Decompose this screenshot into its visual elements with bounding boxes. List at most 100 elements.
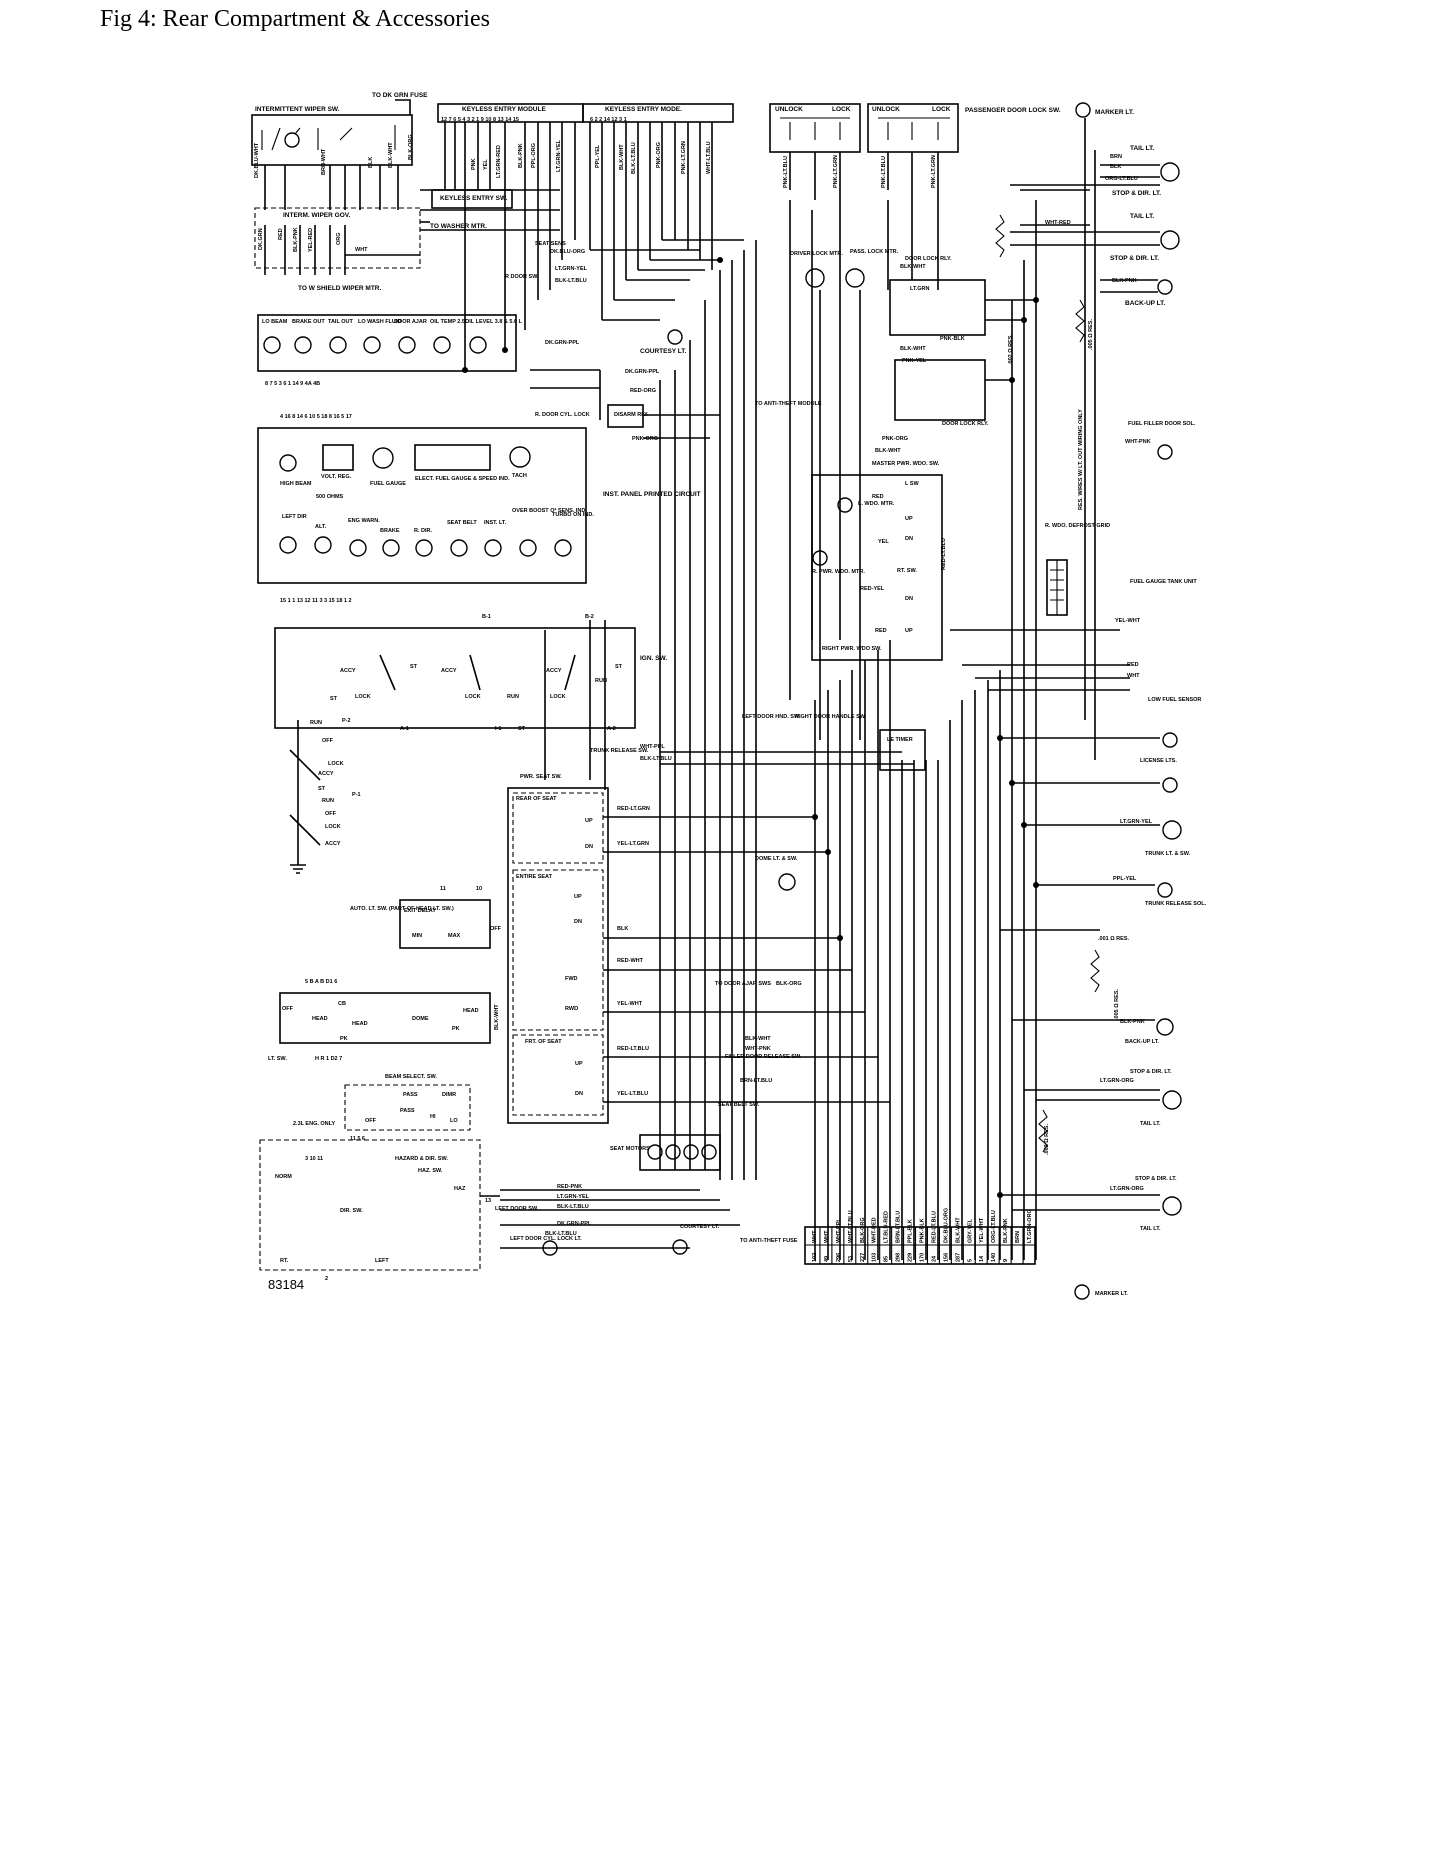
auto-lt-switch: 11 10 AUTO. LT. SW. (PART OF HEAD LT. SW… <box>350 886 502 949</box>
svg-text:BRAKE: BRAKE <box>380 528 400 534</box>
svg-text:ST: ST <box>318 786 326 792</box>
svg-text:BLK-PNK: BLK-PNK <box>518 143 524 168</box>
svg-text:BLK-PNK: BLK-PNK <box>293 227 299 252</box>
svg-text:BLK-WHT: BLK-WHT <box>900 264 926 270</box>
svg-text:PK: PK <box>340 1036 348 1042</box>
interm-wiper-wires: DK.BLU-WHT BRN-WHT BLK BLK-WHT BLK-ORG <box>254 134 414 210</box>
svg-text:CB: CB <box>338 1001 346 1007</box>
svg-text:PK: PK <box>452 1026 460 1032</box>
svg-text:LT.GRN-YEL: LT.GRN-YEL <box>1120 819 1153 825</box>
svg-text:BLK-LT.BLU: BLK-LT.BLU <box>557 1204 589 1210</box>
svg-text:BRN: BRN <box>1110 154 1122 160</box>
power-window-circuit: L. WDO. MTR. R. PWR. WDO. MTR. L SW RT. … <box>811 474 947 661</box>
svg-text:TAIL OUT: TAIL OUT <box>328 319 353 325</box>
svg-text:HIGH BEAM: HIGH BEAM <box>280 481 312 487</box>
svg-text:RED-PNK: RED-PNK <box>557 1184 582 1190</box>
svg-text:BLK-WHT: BLK-WHT <box>745 1036 771 1042</box>
svg-text:VOLT. REG.: VOLT. REG. <box>321 474 352 480</box>
svg-text:RIGHT DOOR HANDLE SW.: RIGHT DOOR HANDLE SW. <box>795 714 867 720</box>
svg-text:DOME: DOME <box>412 1016 429 1022</box>
svg-text:L. WDO. MTR.: L. WDO. MTR. <box>858 501 895 507</box>
right-middle-components: FUEL FILLER DOOR SOL. WHT-PNK R. WDO. DE… <box>995 214 1207 1300</box>
svg-text:PNK-LT.GRN: PNK-LT.GRN <box>681 141 687 174</box>
strip-circuit-number: 298 <box>896 1253 902 1262</box>
svg-text:TO DOOR AJAR SWS: TO DOOR AJAR SWS <box>715 981 771 987</box>
svg-text:3 10 11: 3 10 11 <box>305 1156 323 1162</box>
svg-text:DN: DN <box>575 1091 583 1097</box>
svg-text:BLK-PNK: BLK-PNK <box>1112 278 1137 284</box>
svg-text:R. DIR.: R. DIR. <box>414 528 433 534</box>
svg-text:ALT.: ALT. <box>315 524 327 530</box>
svg-text:FUEL FILLER DOOR SOL.: FUEL FILLER DOOR SOL. <box>1128 421 1196 427</box>
svg-text:TO WASHER MTR.: TO WASHER MTR. <box>430 223 487 230</box>
svg-text:PWR. SEAT SW.: PWR. SEAT SW. <box>520 774 562 780</box>
svg-text:LT.GRN: LT.GRN <box>910 286 929 292</box>
svg-text:BLK-WHT: BLK-WHT <box>875 448 901 454</box>
svg-text:OFF: OFF <box>322 738 334 744</box>
svg-text:PNK-LT.BLU: PNK-LT.BLU <box>783 156 789 188</box>
svg-text:STOP & DIR. LT.: STOP & DIR. LT. <box>1110 255 1159 262</box>
svg-text:DOOR AJAR: DOOR AJAR <box>394 319 427 325</box>
svg-text:BLK: BLK <box>368 157 374 168</box>
svg-text:TRUNK RELEASE SW.: TRUNK RELEASE SW. <box>590 748 649 754</box>
svg-text:RED-WHT: RED-WHT <box>617 958 644 964</box>
svg-text:STOP & DIR. LT.: STOP & DIR. LT. <box>1130 1069 1172 1075</box>
svg-text:UP: UP <box>585 818 593 824</box>
svg-text:UP: UP <box>574 894 582 900</box>
svg-text:B-2: B-2 <box>585 614 594 620</box>
strip-wire-color: LT.BLU-RED <box>884 1211 890 1243</box>
svg-text:BLK-LT.BLU: BLK-LT.BLU <box>631 142 637 174</box>
svg-text:RUN: RUN <box>507 694 519 700</box>
svg-text:KEYLESS ENTRY MODE.: KEYLESS ENTRY MODE. <box>605 106 682 113</box>
interm-wiper-governor: INTERM. WIPER GOV. DK.GRN RED BLK-PNK YE… <box>254 207 487 292</box>
headlight-switch: 5 B A B D1 6 OFF HEAD HEAD DOME HEAD CB … <box>268 979 491 1062</box>
svg-text:13: 13 <box>485 1198 491 1204</box>
svg-text:LOCK: LOCK <box>832 106 851 113</box>
strip-wire-color: PPL-BLK <box>908 1219 914 1243</box>
strip-circuit-number: 53 <box>848 1256 854 1262</box>
hazard-dir-switch: 3 10 11 HAZARD & DIR. SW. NORM HAZ. SW. … <box>259 1139 500 1282</box>
svg-text:OFF: OFF <box>490 926 502 932</box>
svg-text:LOCK: LOCK <box>328 761 344 767</box>
svg-text:ACCY: ACCY <box>340 668 356 674</box>
svg-text:RED: RED <box>278 228 284 240</box>
svg-text:DK.BLU-WHT: DK.BLU-WHT <box>254 142 260 178</box>
svg-text:LT. SW.: LT. SW. <box>268 1056 287 1062</box>
svg-text:RED-LT.GRN: RED-LT.GRN <box>617 806 650 812</box>
svg-text:RED-LT.BLU: RED-LT.BLU <box>617 1046 649 1052</box>
svg-text:TRUNK LT. & SW.: TRUNK LT. & SW. <box>1145 851 1191 857</box>
svg-text:LT.GRN-ORG: LT.GRN-ORG <box>1100 1078 1134 1084</box>
svg-text:FUEL GAUGE TANK UNIT: FUEL GAUGE TANK UNIT <box>1130 579 1197 585</box>
svg-text:DK.GRN: DK.GRN <box>258 228 264 250</box>
svg-text:ST: ST <box>330 696 338 702</box>
svg-text:BLK-LT.BLU: BLK-LT.BLU <box>640 756 672 762</box>
svg-text:BRN-WHT: BRN-WHT <box>321 148 327 175</box>
svg-text:BLK-WHT: BLK-WHT <box>619 144 625 170</box>
svg-text:INST. PANEL PRINTED CIRCUIT: INST. PANEL PRINTED CIRCUIT <box>603 491 701 498</box>
svg-text:YEL-LT.GRN: YEL-LT.GRN <box>617 841 649 847</box>
svg-text:5 B A B D1: 5 B A B D1 6 <box>305 979 337 985</box>
right-top-lamps: MARKER LT. TAIL LT. BRN BLK ORG-LT.BLU S… <box>1010 102 1180 760</box>
beam-select-switch: BEAM SELECT. SW. PASS DIMR PASS HI LO OF… <box>293 1074 471 1142</box>
svg-text:INTERM. WIPER GOV.: INTERM. WIPER GOV. <box>283 212 350 219</box>
svg-text:COURTESY LT.: COURTESY LT. <box>680 1224 720 1230</box>
svg-text:PNK-ORG: PNK-ORG <box>632 436 658 442</box>
svg-text:PPL-YEL: PPL-YEL <box>595 144 601 168</box>
svg-text:ELECT. FUEL GAUGE & SPEED IND.: ELECT. FUEL GAUGE & SPEED IND. <box>415 476 510 482</box>
svg-text:OFF: OFF <box>325 811 337 817</box>
figure-caption: Fig 4: Rear Compartment & Accessories <box>100 6 490 32</box>
svg-text:ACCY: ACCY <box>546 668 562 674</box>
svg-text:LO BEAM: LO BEAM <box>262 319 288 325</box>
strip-wire-color: YEL-WHT <box>979 1217 985 1243</box>
svg-text:WHT: WHT <box>1127 673 1140 679</box>
keyless-top-wires: BLK-PNK PPL-ORG LT.GRN-YEL PPL-YEL BLK-W… <box>518 122 713 330</box>
svg-text:BACK-UP LT.: BACK-UP LT. <box>1125 300 1165 307</box>
strip-circuit-number: 170 <box>920 1253 926 1262</box>
svg-text:RUN: RUN <box>595 678 607 684</box>
left-door-components: LEFT DOOR SW. RED-PNK LT.GRN-YEL BLK-LT.… <box>495 1184 798 1256</box>
svg-text:TO DK GRN FUSE: TO DK GRN FUSE <box>372 92 428 99</box>
strip-wire-color: BLK-WHT <box>955 1217 961 1243</box>
svg-text:PNK-ORG: PNK-ORG <box>656 142 662 168</box>
svg-text:RUN: RUN <box>322 798 334 804</box>
